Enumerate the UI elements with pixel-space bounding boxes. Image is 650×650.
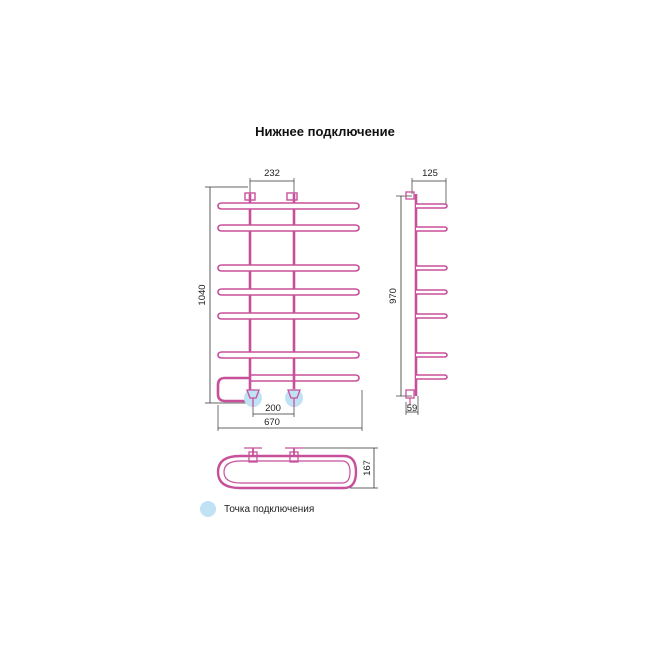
side-depth-label: 125 — [422, 168, 438, 179]
side-view: 125 970 59 — [388, 168, 448, 415]
overall-width-dimension: 670 — [217, 390, 363, 431]
horizontal-rail — [217, 224, 360, 232]
side-rails — [416, 203, 448, 380]
side-rail — [416, 352, 448, 358]
top-view: 167 — [216, 447, 378, 490]
front-height-label: 1040 — [197, 284, 208, 305]
bottom-u-rail — [216, 376, 250, 403]
front-top-width-dimension: 232 — [249, 168, 295, 196]
overall-width-label: 670 — [264, 417, 280, 428]
top-view-fittings — [244, 447, 303, 463]
top-fittings — [244, 192, 298, 201]
side-height-label: 970 — [388, 288, 399, 304]
front-view: 1040 232 — [197, 168, 363, 431]
side-rail — [416, 313, 448, 319]
connection-spacing-label: 200 — [265, 403, 281, 414]
top-view-outline — [216, 454, 358, 490]
horizontal-rails — [217, 202, 360, 382]
front-height-dimension: 1040 — [197, 186, 250, 404]
diagram-title: Нижнее подключение — [255, 124, 395, 139]
top-depth-dimension: 167 — [303, 447, 378, 489]
bottom-valves — [246, 389, 301, 407]
side-rail — [416, 289, 448, 295]
top-depth-label: 167 — [362, 460, 373, 476]
side-offset-label: 59 — [407, 403, 418, 414]
side-depth-dimension: 125 — [411, 168, 447, 208]
side-rail — [416, 226, 448, 232]
side-rail — [416, 265, 448, 271]
side-rail — [416, 203, 448, 209]
horizontal-rail — [250, 374, 360, 382]
horizontal-rail — [217, 312, 360, 320]
front-top-width-label: 232 — [264, 168, 280, 179]
side-rail — [416, 374, 448, 380]
side-height-dimension: 970 — [388, 195, 412, 397]
horizontal-rail — [217, 351, 360, 359]
side-offset-dimension: 59 — [405, 396, 419, 415]
side-fittings — [405, 191, 415, 405]
connection-spacing-dimension: 200 — [252, 403, 295, 417]
horizontal-rail — [217, 264, 360, 272]
horizontal-rail — [217, 202, 360, 210]
connection-point-legend-icon — [200, 501, 216, 517]
horizontal-rail — [217, 288, 360, 296]
legend-label: Точка подключения — [224, 504, 315, 515]
